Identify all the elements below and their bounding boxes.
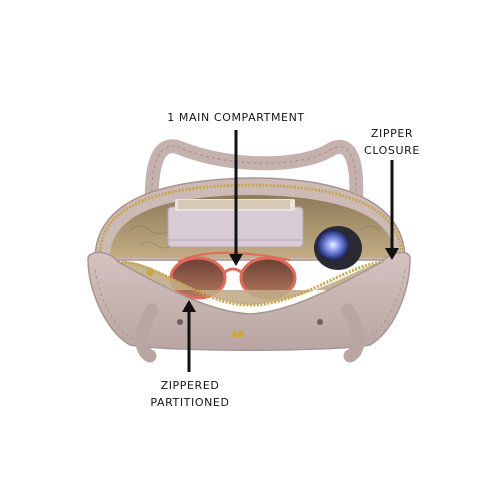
callout-zippered-partitioned-line-2: PARTITIONED <box>150 396 230 409</box>
top-zipper <box>98 183 404 257</box>
front-handle <box>135 303 365 363</box>
callout-zipper-closure: ZIPPER CLOSURE <box>360 125 424 159</box>
pocket-zipper <box>117 260 383 307</box>
zipper-pull <box>146 268 154 276</box>
callout-zipper-closure-line-2: CLOSURE <box>364 144 420 157</box>
arrow-down-icon <box>385 160 399 260</box>
callout-main-compartment-text: 1 MAIN COMPARTMENT <box>167 111 305 124</box>
back-handle <box>144 139 364 219</box>
flashlight <box>314 226 362 270</box>
callout-main-compartment: 1 MAIN COMPARTMENT <box>156 109 316 126</box>
callout-zippered-partitioned: ZIPPERED PARTITIONED <box>138 377 242 411</box>
callout-zipper-closure-line-1: ZIPPER <box>370 127 414 140</box>
brand-logo-icon <box>232 329 244 337</box>
arrow-up-icon <box>182 300 196 372</box>
arrow-down-icon <box>229 130 243 266</box>
callout-zippered-partitioned-line-1: ZIPPERED <box>160 379 220 392</box>
